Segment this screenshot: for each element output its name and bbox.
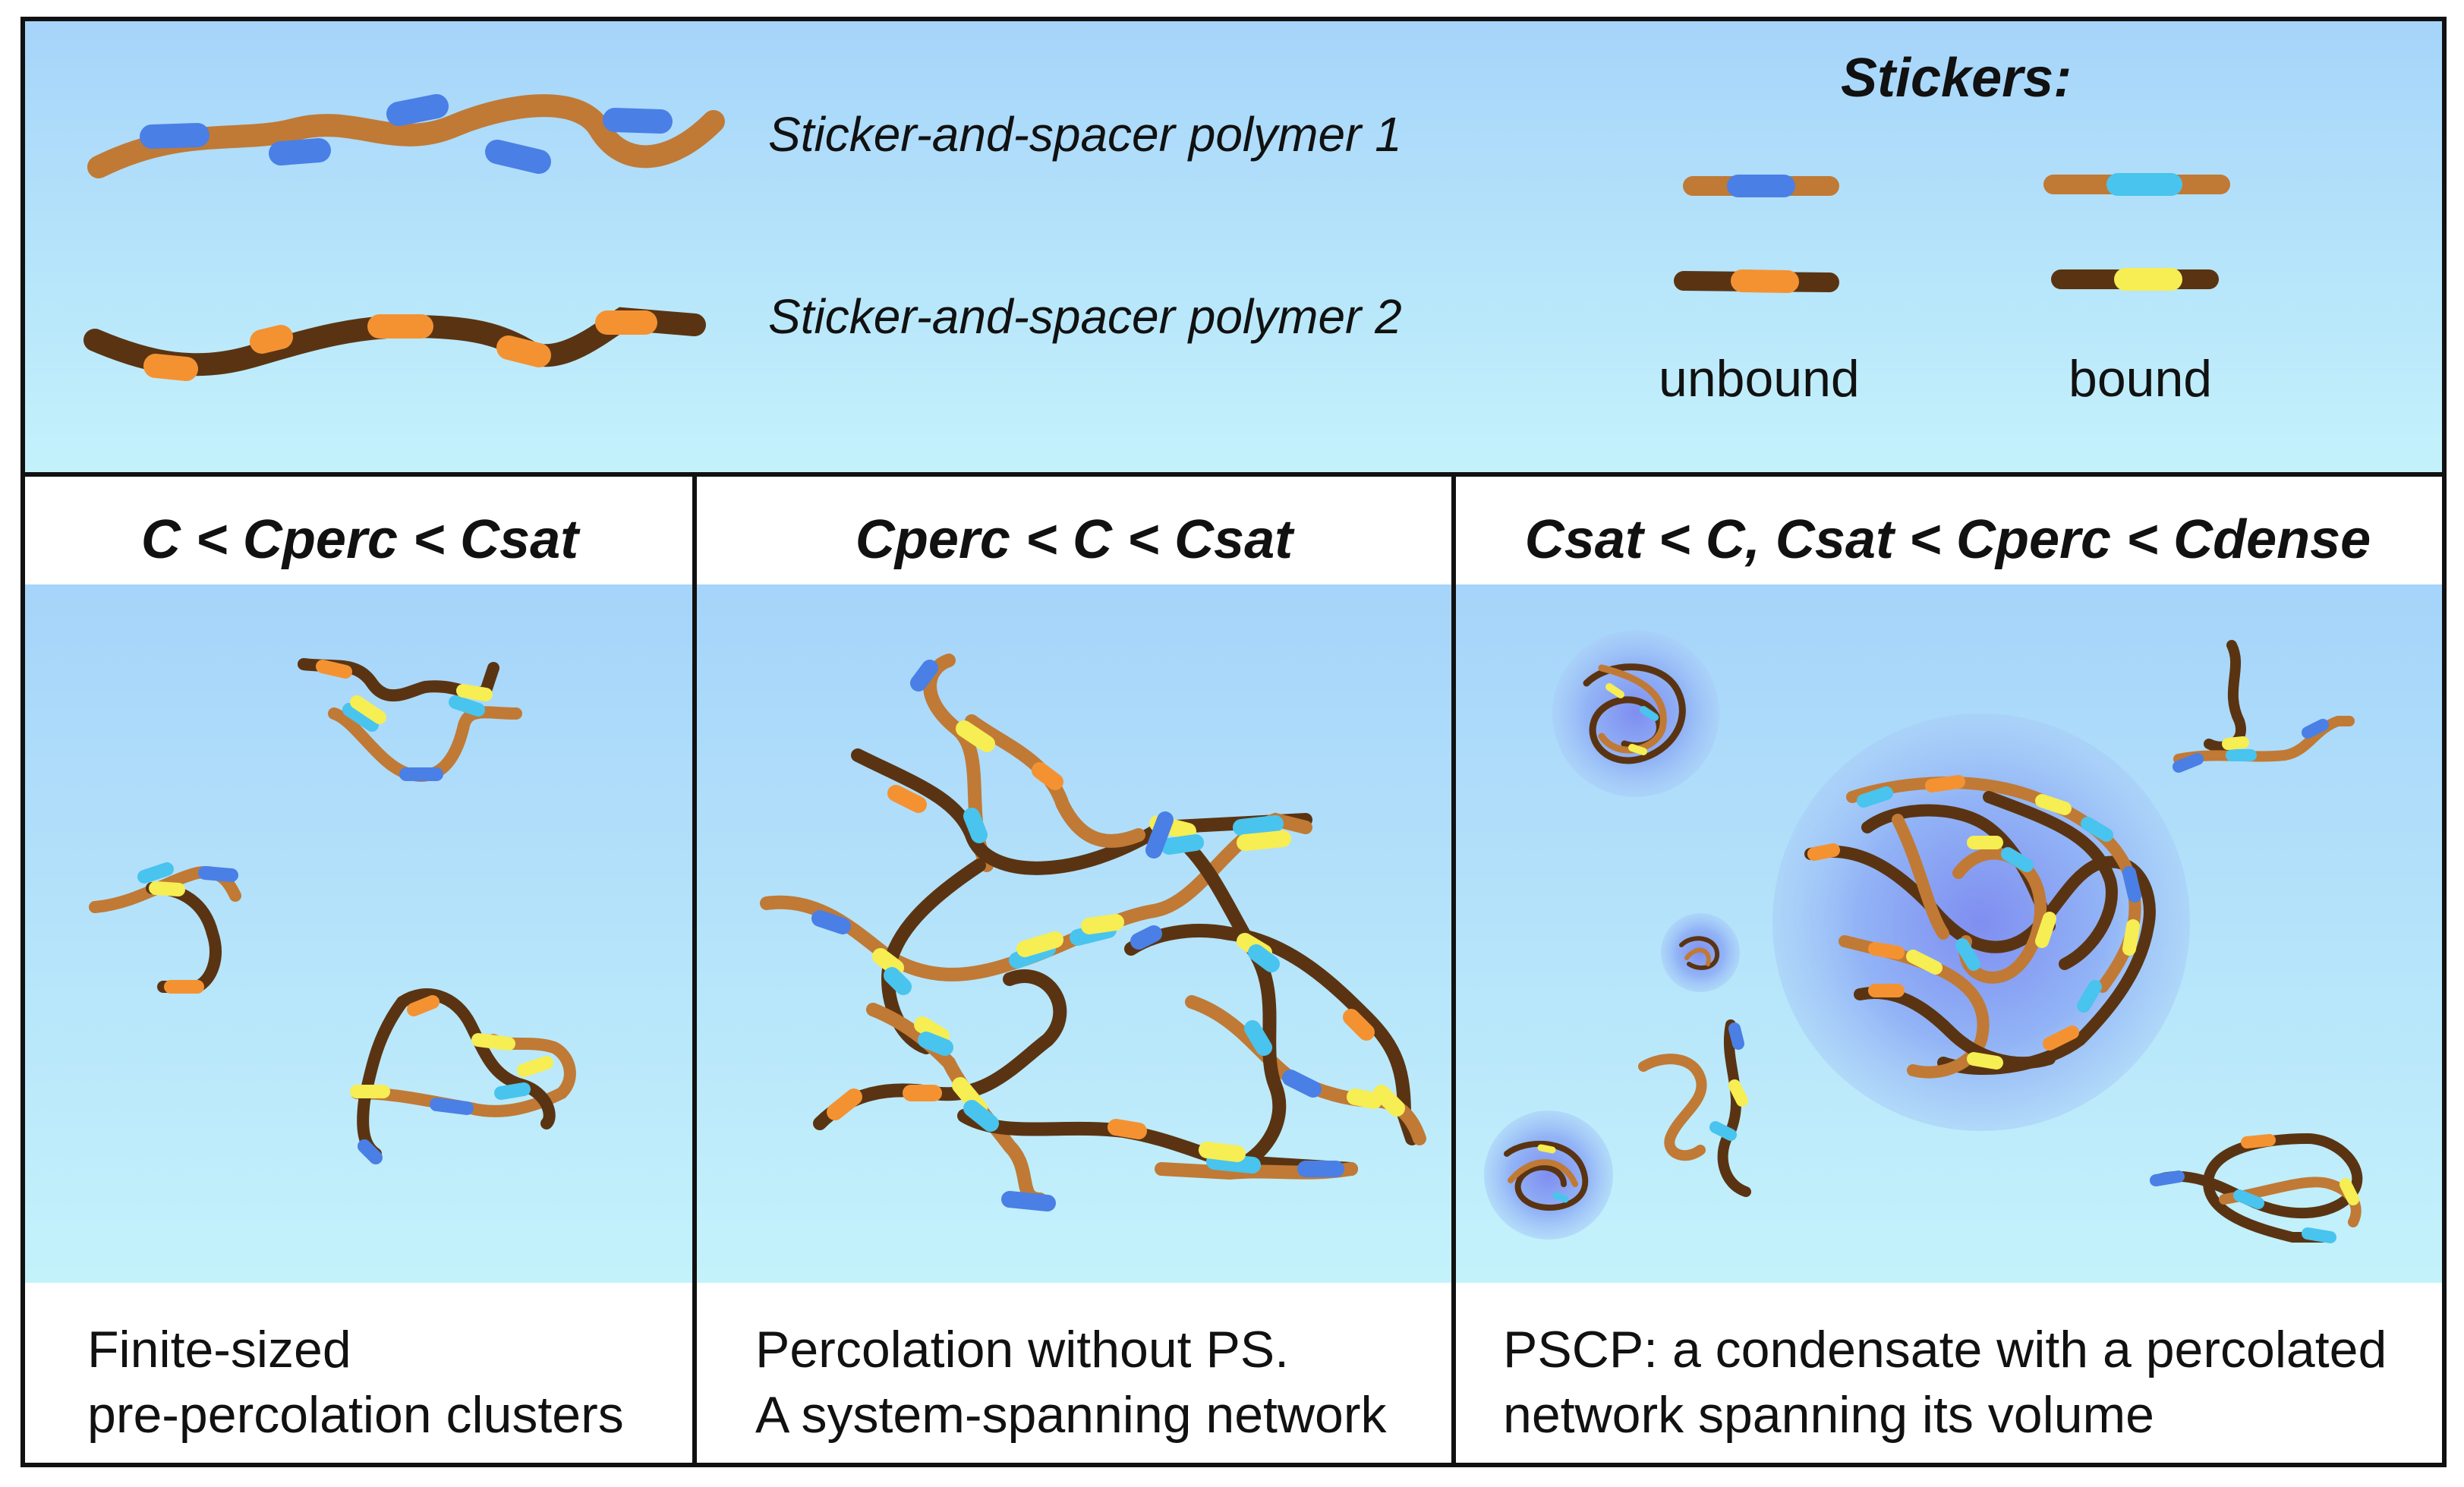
unbound-label: unbound bbox=[1659, 350, 1860, 408]
legend-panel bbox=[20, 17, 2447, 477]
bound-label: bound bbox=[2069, 350, 2213, 408]
panel-2-network bbox=[760, 654, 1426, 1211]
sticker-unbound-polymer2 bbox=[1674, 269, 1839, 293]
droplet-small-2 bbox=[1679, 936, 1720, 970]
droplet-small-3 bbox=[1504, 1140, 1589, 1211]
cluster-b bbox=[89, 862, 241, 994]
panel-2-caption: Percolation without PS. A system-spannin… bbox=[755, 1317, 1387, 1448]
panel-2-caption-line2: A system-spanning network bbox=[755, 1386, 1387, 1444]
panel-1-clusters bbox=[89, 658, 576, 1164]
polymer-2-label: Sticker-and-spacer polymer 2 bbox=[768, 289, 1402, 344]
panel-3-condensates bbox=[1484, 630, 2363, 1243]
panel-2-heading: Cperc < C < Csat bbox=[855, 509, 1293, 570]
cluster-c bbox=[350, 988, 576, 1164]
panel-3-caption-line1: PSCP: a condensate with a percolated bbox=[1503, 1321, 2387, 1378]
polymer-2-example bbox=[83, 307, 706, 381]
free-chain-2 bbox=[1638, 1019, 1751, 1197]
panel-2-caption-line1: Percolation without PS. bbox=[755, 1321, 1290, 1378]
polymer-1-example bbox=[87, 94, 725, 178]
droplet-large bbox=[1804, 775, 2156, 1079]
polymer-1-label: Sticker-and-spacer polymer 1 bbox=[768, 107, 1402, 162]
droplet-small-1 bbox=[1583, 663, 1686, 764]
free-chain-3 bbox=[2150, 1133, 2363, 1243]
panel-3-heading: Csat < C, Csat < Cperc < Cdense bbox=[1524, 509, 2371, 570]
panel-1-caption-line1: Finite-sized bbox=[87, 1321, 351, 1378]
stickers-title: Stickers: bbox=[1841, 48, 2072, 109]
panel-3-caption: PSCP: a condensate with a percolated net… bbox=[1503, 1317, 2387, 1448]
panel-1-caption-line2: pre-percolation clusters bbox=[87, 1386, 624, 1444]
panel-1-heading: C < Cperc < Csat bbox=[140, 509, 579, 570]
cluster-a bbox=[298, 658, 522, 782]
free-chain-1 bbox=[2173, 640, 2355, 773]
panel-1-caption: Finite-sized pre-percolation clusters bbox=[87, 1317, 624, 1448]
panel-3-caption-line2: network spanning its volume bbox=[1503, 1386, 2155, 1444]
